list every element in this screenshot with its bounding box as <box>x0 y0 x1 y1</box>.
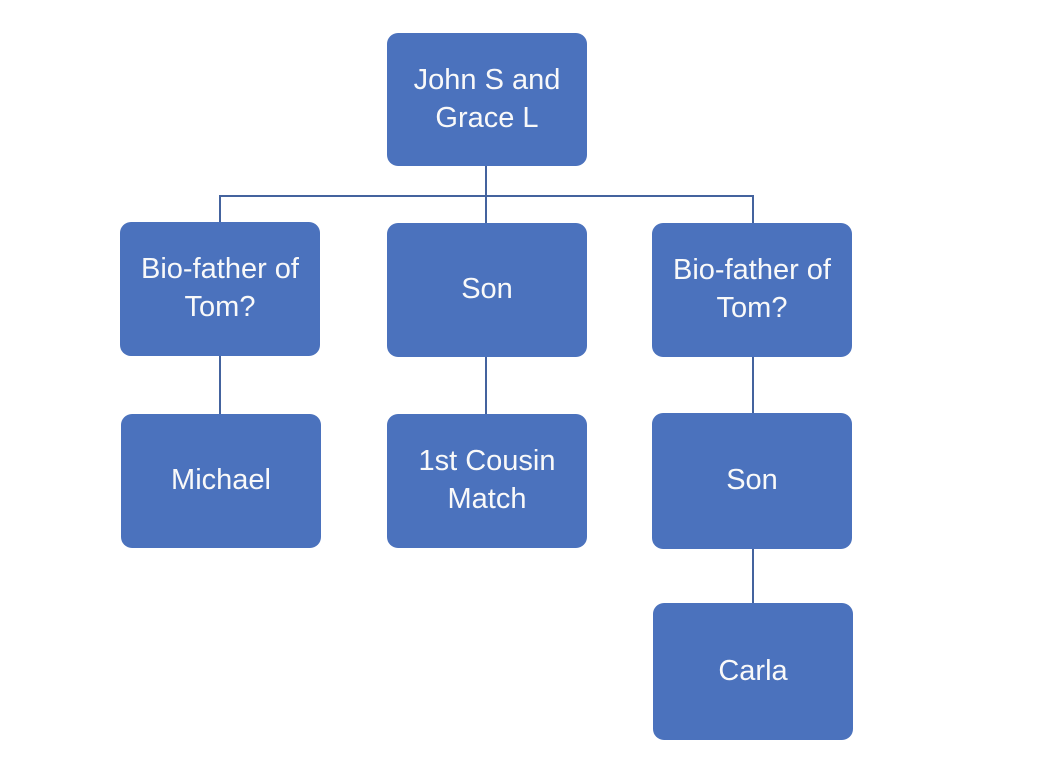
connector-rail-to-bio-left <box>219 195 221 222</box>
connector-horizontal-rail <box>219 195 754 197</box>
node-1st-cousin-match: 1st Cousin Match <box>387 414 587 548</box>
node-john-s-and-grace-l: John S and Grace L <box>387 33 587 166</box>
connector-bio-left-to-michael <box>219 356 221 414</box>
node-carla: Carla <box>653 603 853 740</box>
node-son-right: Son <box>652 413 852 549</box>
connector-rail-to-bio-right <box>752 195 754 223</box>
node-son-middle: Son <box>387 223 587 357</box>
node-michael: Michael <box>121 414 321 548</box>
node-bio-father-of-tom-right: Bio-father of Tom? <box>652 223 852 357</box>
connector-root-to-rail <box>485 166 487 223</box>
node-bio-father-of-tom-left: Bio-father of Tom? <box>120 222 320 356</box>
connector-bio-right-to-son <box>752 357 754 413</box>
connector-son-to-cousin-match <box>485 357 487 414</box>
connector-son-to-carla <box>752 549 754 603</box>
